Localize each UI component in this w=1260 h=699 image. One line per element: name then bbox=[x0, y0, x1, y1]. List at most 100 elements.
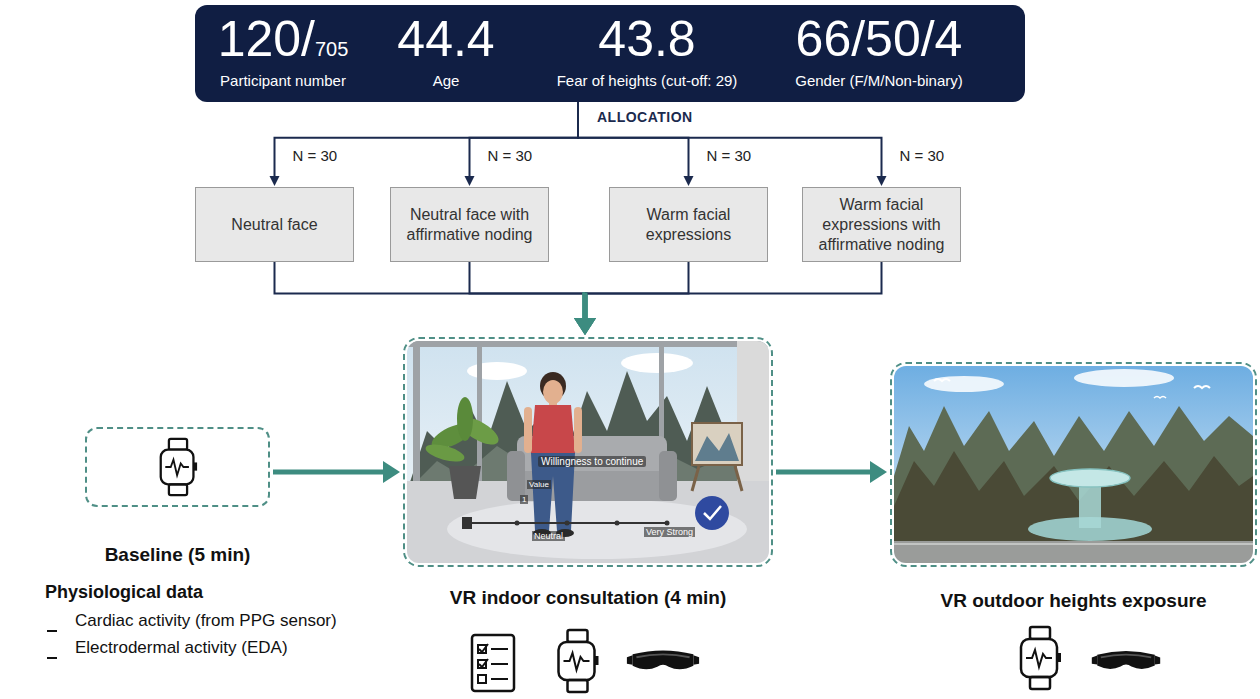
dashed-frame bbox=[890, 362, 1257, 567]
stat-value: 44.4 bbox=[397, 14, 494, 64]
checklist-icon-part bbox=[472, 635, 514, 691]
indoor-scene-part bbox=[621, 353, 693, 373]
outdoor-scene bbox=[894, 366, 1253, 563]
stat-value: 120/ bbox=[218, 14, 315, 64]
box-label: Neutral face bbox=[231, 215, 317, 235]
indoor-scene-part bbox=[467, 362, 527, 380]
indoor-scene-part bbox=[615, 521, 620, 526]
indoor-scene-part bbox=[574, 407, 582, 453]
indoor-scene-part bbox=[515, 521, 520, 526]
arrowhead bbox=[383, 461, 400, 483]
indoor-scene-part bbox=[407, 341, 769, 347]
outdoor-scene-part bbox=[894, 541, 1253, 563]
outdoor-scene-part bbox=[894, 543, 1253, 545]
stat-caption: Participant number bbox=[220, 72, 346, 90]
connector-line bbox=[578, 102, 882, 178]
outdoor-scene-part bbox=[934, 379, 950, 381]
arrowhead bbox=[684, 176, 694, 186]
stat-value: 43.8 bbox=[598, 14, 695, 64]
ui-text: Neutral bbox=[532, 531, 565, 541]
condition-box: Neutral face with affirmative noding bbox=[390, 187, 549, 262]
connector bbox=[275, 262, 597, 335]
connector-line bbox=[275, 102, 579, 178]
checklist-icon-part bbox=[478, 675, 486, 683]
connector bbox=[470, 262, 597, 335]
outdoor-scene-part bbox=[924, 376, 1004, 392]
edge-label: N = 30 bbox=[705, 147, 754, 164]
box-label: Warm facial expressions bbox=[618, 205, 759, 245]
connector-line bbox=[776, 470, 872, 475]
indoor-scene-part bbox=[407, 341, 769, 563]
condition-box: Warm facial expressions bbox=[609, 187, 768, 262]
checklist-icon-part bbox=[491, 663, 508, 665]
connector bbox=[574, 262, 882, 335]
condition-box: Neutral face bbox=[195, 187, 354, 262]
connector-line bbox=[583, 293, 588, 322]
connector-line bbox=[275, 262, 586, 294]
indoor-scene-part bbox=[704, 506, 721, 519]
connector-line bbox=[583, 293, 588, 322]
indoor-scene bbox=[407, 341, 769, 563]
stat-group: 44.4Age bbox=[397, 14, 494, 90]
vr-headset-icon bbox=[1092, 651, 1160, 669]
connector bbox=[776, 461, 887, 483]
stat-value-row: 43.8 bbox=[598, 14, 695, 64]
indoor-scene-part bbox=[524, 407, 532, 453]
list-item: Cardiac activity (from PPG sensor) bbox=[75, 611, 337, 631]
indoor-scene-part bbox=[424, 441, 466, 465]
checklist-icon bbox=[472, 635, 514, 691]
connector-line bbox=[583, 293, 588, 322]
indoor-scene-part bbox=[413, 341, 420, 491]
baseline-stage: Baseline (5 min) bbox=[85, 427, 270, 567]
bullet-dash bbox=[47, 630, 57, 632]
outdoor-scene-part bbox=[1194, 386, 1210, 388]
outdoor-scene-part bbox=[894, 406, 1253, 546]
outdoor-scene-part bbox=[1074, 369, 1174, 387]
indoor-scene-part bbox=[462, 517, 472, 529]
watch-icon bbox=[161, 439, 197, 495]
connector bbox=[578, 102, 887, 186]
connector bbox=[574, 262, 689, 335]
stat-group: 66/50/4Gender (F/M/Non-binary) bbox=[795, 14, 963, 90]
connector-line bbox=[583, 293, 588, 322]
connector bbox=[465, 102, 579, 186]
stage-heading: VR outdoor heights exposure bbox=[890, 589, 1257, 613]
arrowhead bbox=[574, 318, 596, 335]
dashed-frame bbox=[85, 427, 270, 507]
arrowhead bbox=[574, 318, 596, 335]
indoor-scene-part bbox=[695, 433, 739, 461]
dashed-frame bbox=[403, 337, 773, 567]
arrowhead bbox=[877, 176, 887, 186]
indoor-scene-part bbox=[531, 405, 575, 453]
indoor-scene-part bbox=[692, 423, 742, 465]
stat-group: 43.8Fear of heights (cut-off: 29) bbox=[557, 14, 738, 90]
indoor-scene-part bbox=[695, 496, 729, 530]
edge-label: N = 30 bbox=[291, 147, 340, 164]
checklist-icon-part bbox=[491, 678, 508, 680]
indoor-scene-part bbox=[565, 521, 570, 526]
condition-box: Warm facial expressions with affirmative… bbox=[802, 187, 961, 262]
connector bbox=[273, 461, 400, 483]
stage-heading: VR indoor consultation (4 min) bbox=[403, 586, 773, 610]
ui-text: Willingness to continue bbox=[538, 456, 646, 467]
connector bbox=[270, 102, 579, 186]
outdoor-scene-part bbox=[1154, 397, 1166, 399]
checklist-icon-part bbox=[491, 648, 508, 650]
ui-text: Value bbox=[527, 480, 551, 489]
indoor-scene-part bbox=[665, 521, 670, 526]
connector-line bbox=[273, 470, 385, 475]
stat-value: 66/50/4 bbox=[796, 14, 963, 64]
box-label: Neutral face with affirmative noding bbox=[399, 205, 540, 245]
arrowhead bbox=[270, 176, 280, 186]
outdoor-scene-part bbox=[894, 451, 1253, 546]
vr-stage: VR outdoor heights exposure bbox=[890, 362, 1257, 613]
allocation-label: ALLOCATION bbox=[597, 109, 693, 125]
checklist-icon-part bbox=[479, 644, 488, 652]
watch-icon bbox=[1021, 627, 1061, 689]
stage-heading: Baseline (5 min) bbox=[85, 543, 270, 567]
stat-value: 705 bbox=[315, 39, 348, 59]
arrowhead bbox=[870, 461, 887, 483]
edge-label: N = 30 bbox=[898, 147, 947, 164]
